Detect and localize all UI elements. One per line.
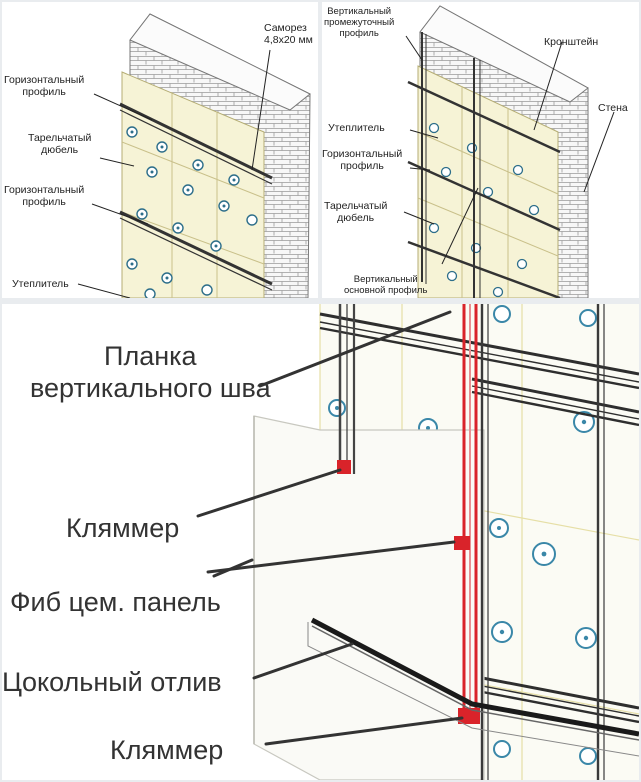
clamp-middle-marker <box>454 536 470 550</box>
label-wall: Стена <box>598 102 628 114</box>
label-clamp-1: Кляммер <box>66 513 180 543</box>
label-insulation-right: Утеплитель <box>328 122 385 134</box>
label-insulation: Утеплитель <box>12 278 69 290</box>
cladding-detail-drawing <box>196 304 639 780</box>
label-clamp-2: Кляммер <box>110 735 224 765</box>
clamp-upper-marker <box>337 460 351 474</box>
clamp-lower-marker <box>458 708 480 724</box>
horizontal-subframe-drawing <box>77 13 311 298</box>
label-plinth-flashing: Цокольный отлив <box>2 667 222 697</box>
label-bracket: Кронштейн <box>544 36 599 48</box>
vertical-subframe-drawing <box>403 5 615 298</box>
label-fiber-cement-panel: Фиб цем. панель <box>10 587 221 617</box>
